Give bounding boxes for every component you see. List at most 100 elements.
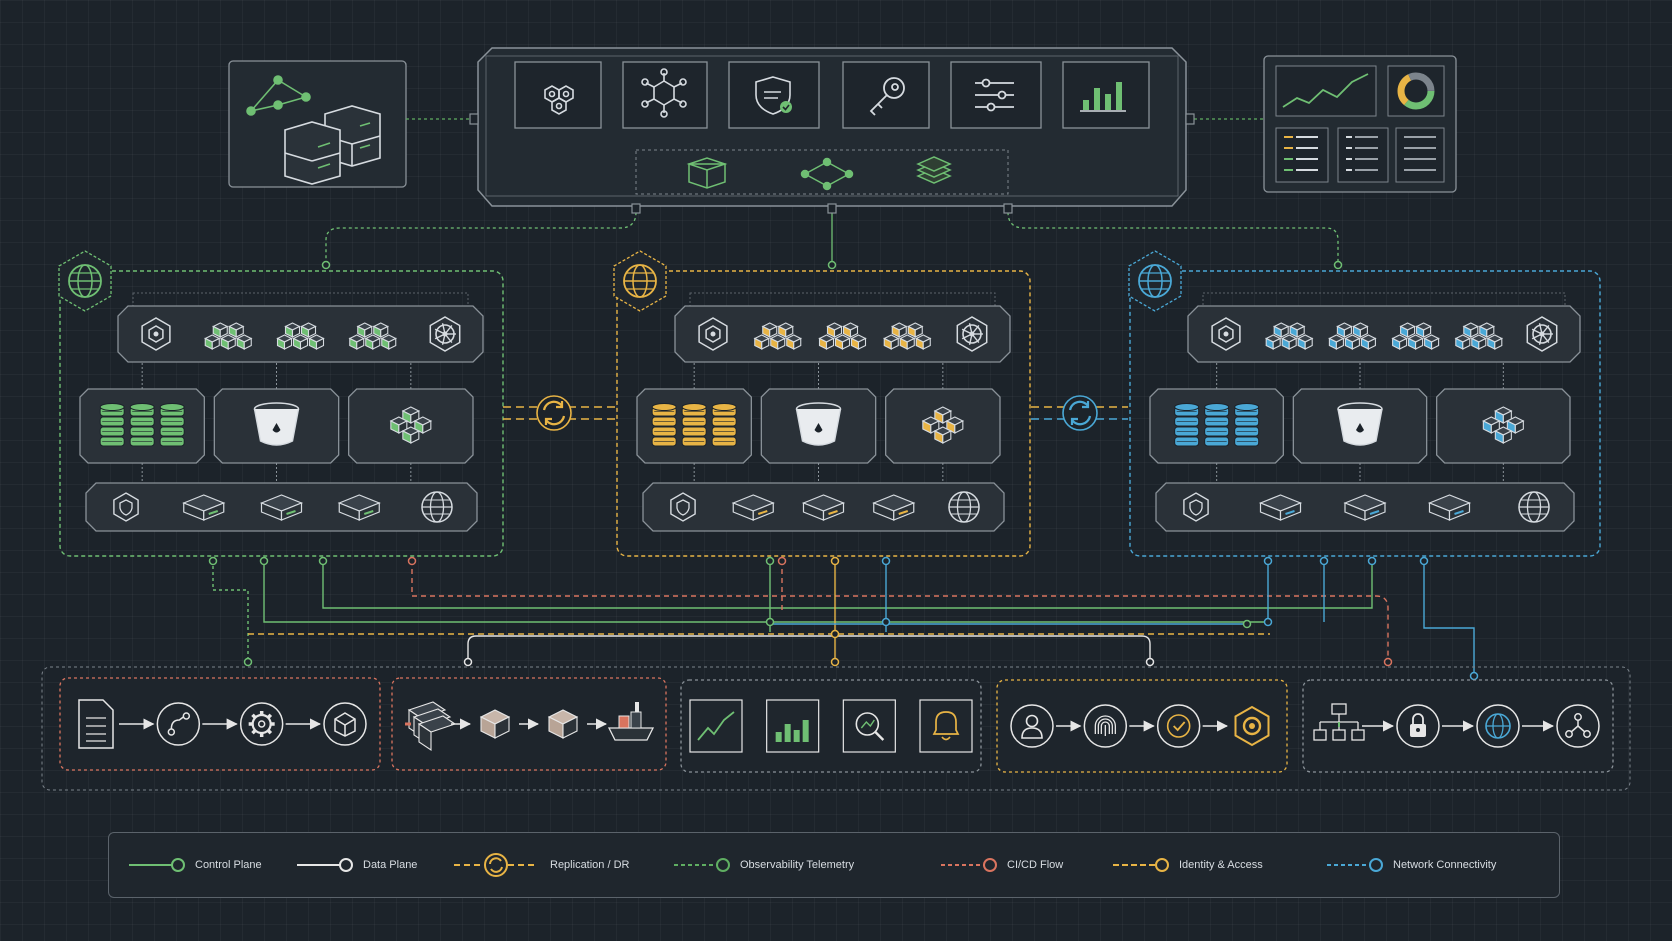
console-tile-kubernetes[interactable] bbox=[514, 61, 602, 129]
kubernetes-cluster-icon bbox=[698, 317, 728, 351]
cube-cluster-icon bbox=[1482, 406, 1525, 444]
bar-chart-icon bbox=[766, 699, 820, 753]
artifact-box-icon bbox=[479, 709, 511, 739]
legend-label: Observability Telemetry bbox=[740, 859, 855, 871]
storage-card-object-bucket[interactable] bbox=[1292, 388, 1428, 464]
shield-icon bbox=[113, 492, 139, 522]
kubernetes-cluster-icon bbox=[1211, 317, 1241, 351]
legend-label: Replication / DR bbox=[550, 859, 630, 871]
region-globe-badge[interactable] bbox=[613, 250, 667, 312]
network-tray bbox=[85, 482, 478, 532]
check-circle-icon bbox=[1156, 704, 1201, 748]
server-stack-icon bbox=[284, 105, 381, 185]
helm-wheel-icon bbox=[956, 316, 988, 352]
globe-icon bbox=[1476, 704, 1520, 748]
legend-swatch bbox=[1327, 858, 1383, 872]
globe-icon bbox=[948, 491, 980, 523]
settings-sliders-icon bbox=[975, 78, 1014, 112]
region-1 bbox=[58, 250, 504, 557]
globe-icon bbox=[1138, 264, 1172, 298]
storage-card-object-bucket[interactable] bbox=[213, 388, 340, 464]
region-globe-badge[interactable] bbox=[58, 250, 112, 312]
git-branch-icon bbox=[156, 702, 201, 746]
server-icon bbox=[801, 494, 846, 521]
cube-cluster-icon bbox=[389, 406, 433, 444]
console-subpanel bbox=[635, 149, 1009, 195]
legend-label: Identity & Access bbox=[1179, 859, 1263, 871]
globe-icon bbox=[1518, 491, 1550, 523]
cube-group-icon bbox=[753, 322, 802, 350]
cube-group-icon bbox=[204, 322, 253, 350]
database-icon bbox=[99, 403, 185, 447]
console-tile-mesh[interactable] bbox=[622, 61, 708, 129]
sync-icon bbox=[542, 400, 566, 426]
legend-item-data-plane: Data Plane bbox=[297, 833, 417, 897]
cluster-topology-panel bbox=[228, 60, 407, 188]
legend-swatch bbox=[941, 858, 997, 872]
console-tile-security[interactable] bbox=[728, 61, 820, 129]
object-bucket-icon bbox=[1337, 402, 1383, 446]
storage-card-cube-cluster[interactable] bbox=[348, 388, 474, 464]
bus-junctions bbox=[208, 556, 1479, 681]
legend-item-cicd: CI/CD Flow bbox=[941, 833, 1063, 897]
region-globe-badge[interactable] bbox=[1128, 250, 1182, 312]
storage-card-cube-cluster[interactable] bbox=[1436, 388, 1571, 464]
artifact-box-icon bbox=[547, 709, 579, 739]
server-icon bbox=[1427, 494, 1472, 521]
cicd-pipeline[interactable] bbox=[59, 677, 381, 771]
database-icon bbox=[1174, 403, 1260, 447]
legend-swatch bbox=[1113, 858, 1169, 872]
object-bucket-icon bbox=[795, 402, 842, 446]
globe-icon bbox=[421, 491, 453, 523]
server-icon bbox=[731, 494, 775, 521]
database-icon bbox=[651, 403, 737, 447]
cube-group-icon bbox=[1328, 322, 1377, 350]
kubernetes-cluster-icon bbox=[544, 85, 574, 115]
storage-card-database[interactable] bbox=[636, 388, 752, 464]
sync-icon bbox=[1068, 400, 1092, 426]
replication-link-right[interactable] bbox=[1031, 395, 1128, 431]
storage-card-database[interactable] bbox=[1149, 388, 1284, 464]
security-shield-icon bbox=[755, 76, 792, 115]
legend-swatch bbox=[297, 858, 353, 872]
region-2 bbox=[613, 250, 1031, 557]
storage-card-database[interactable] bbox=[79, 388, 205, 464]
legend-swatch bbox=[454, 853, 538, 877]
cube-group-icon bbox=[818, 322, 867, 350]
helm-wheel-icon bbox=[1526, 316, 1558, 352]
trend-line-chart bbox=[1282, 73, 1369, 108]
pipelines-container bbox=[41, 666, 1631, 791]
console-tile-metrics[interactable] bbox=[1062, 61, 1150, 129]
console-tile-key[interactable] bbox=[842, 61, 930, 129]
server-icon bbox=[1258, 494, 1303, 521]
observability-panel[interactable] bbox=[680, 679, 982, 773]
legend-swatch bbox=[674, 858, 730, 872]
network-tray bbox=[1155, 482, 1575, 532]
cube-group-icon bbox=[1454, 322, 1504, 350]
server-icon bbox=[259, 494, 304, 521]
globe-icon bbox=[623, 264, 657, 298]
server-icon bbox=[182, 494, 226, 521]
connector-node bbox=[1003, 203, 1013, 214]
gear-icon bbox=[239, 702, 284, 746]
storage-card-object-bucket[interactable] bbox=[760, 388, 877, 464]
identity-flow[interactable] bbox=[996, 679, 1288, 773]
layers-icon bbox=[916, 156, 952, 184]
legend-label: Data Plane bbox=[363, 859, 418, 871]
search-analytics-icon bbox=[842, 699, 896, 753]
package-icon bbox=[323, 702, 367, 746]
network-flow[interactable] bbox=[1302, 679, 1614, 773]
legend-item-identity: Identity & Access bbox=[1113, 833, 1263, 897]
object-bucket-icon bbox=[253, 402, 300, 446]
document-icon bbox=[78, 699, 114, 749]
storage-card-cube-cluster[interactable] bbox=[885, 388, 1001, 464]
console-tile-settings[interactable] bbox=[950, 61, 1042, 129]
replication-link-left[interactable] bbox=[503, 395, 617, 431]
globe-icon bbox=[68, 264, 102, 298]
server-icon bbox=[1343, 494, 1387, 521]
legend-item-observability: Observability Telemetry bbox=[674, 833, 854, 897]
cube-group-icon bbox=[276, 322, 325, 350]
shield-icon bbox=[1183, 492, 1209, 522]
build-ship-pipeline[interactable] bbox=[391, 677, 667, 771]
